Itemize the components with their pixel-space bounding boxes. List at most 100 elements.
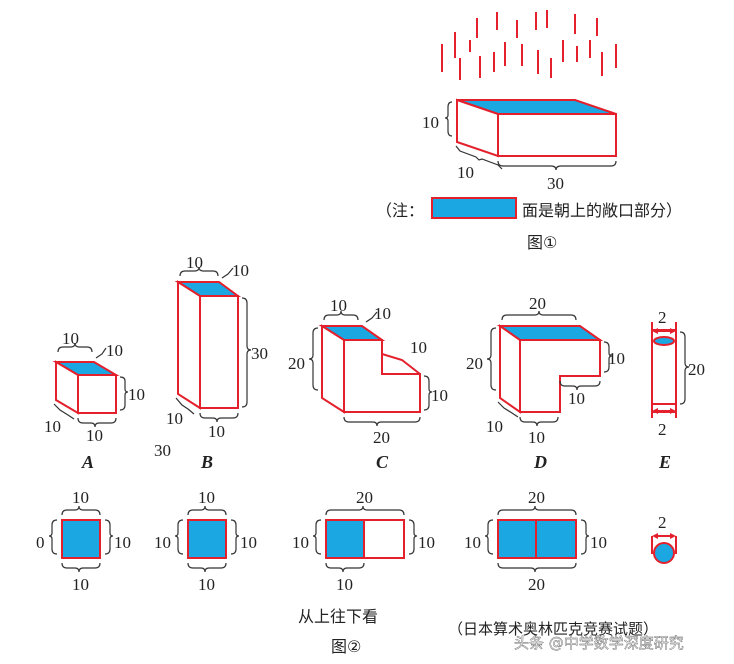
C-left-label: 20 — [288, 354, 305, 373]
fig1-length-label: 30 — [547, 174, 564, 193]
E-bottom-label: 2 — [658, 420, 667, 439]
C-right-top-label: 10 — [374, 304, 391, 323]
B-top-view — [187, 519, 227, 559]
brace-A-top — [57, 342, 93, 353]
C-letter: C — [376, 452, 389, 472]
D-bottom-label: 10 — [528, 428, 545, 447]
D-top-label: 20 — [529, 294, 546, 313]
D-right-label: 10 — [608, 349, 625, 368]
E-top-label: 2 — [658, 308, 667, 327]
brace-fig1-depth — [455, 145, 503, 170]
brace-B-bottom-left — [175, 397, 195, 415]
C-bottom-label: 20 — [373, 428, 390, 447]
B-bottom-left-label: 10 — [166, 409, 183, 428]
rain-lines — [441, 10, 617, 80]
C-top-label: 10 — [330, 296, 347, 315]
brace-B-view-right — [230, 519, 240, 555]
brace-A-right-top — [95, 347, 107, 359]
brace-B-right — [241, 297, 252, 408]
A-view-top-label: 10 — [72, 488, 89, 507]
C-step-label: 10 — [410, 338, 427, 357]
C-top-view-open — [325, 519, 365, 559]
B-extra-label: 30 — [154, 441, 171, 460]
brace-D-bottom-left — [497, 401, 519, 418]
D-letter: D — [533, 452, 547, 472]
brace-fig1-height — [444, 101, 453, 137]
brace-D-view-top — [497, 505, 577, 516]
brace-B-right-top — [221, 267, 234, 279]
brace-D-view-bottom — [497, 562, 577, 573]
D-view-bottom-label: 20 — [528, 575, 545, 594]
D-view-left-label: 10 — [464, 533, 481, 552]
B-bottom-label: 10 — [208, 422, 225, 441]
brace-C-top — [323, 310, 359, 321]
brace-B-view-left — [174, 519, 184, 555]
B-top-label: 10 — [186, 253, 203, 272]
A-top-label: 10 — [62, 329, 79, 348]
brace-C-view-left — [312, 519, 322, 555]
B-view-top-label: 10 — [198, 488, 215, 507]
brace-C-right — [423, 375, 433, 411]
brace-D-left — [486, 327, 497, 391]
brace-B-top — [179, 266, 219, 277]
brace-B-bottom — [199, 412, 239, 423]
A-right-label: 10 — [128, 385, 145, 404]
brace-A-view-left — [48, 519, 58, 555]
source-note: （日本算术奥林匹克竞赛试题） — [448, 620, 658, 638]
A-view-left-label: 0 — [36, 533, 45, 552]
D-left-label: 20 — [466, 354, 483, 373]
container-D — [496, 324, 604, 414]
container-E — [651, 322, 677, 418]
open-box-fig1 — [456, 98, 617, 158]
brace-C-view-top — [325, 505, 405, 516]
A-view-bottom-label: 10 — [72, 575, 89, 594]
note-prefix: （注： — [376, 201, 424, 220]
D-top-view-left — [497, 519, 537, 559]
brace-E-right — [679, 331, 690, 405]
brace-A-right — [119, 376, 129, 411]
brace-A-bottom-left — [53, 403, 75, 420]
C-view-left-label: 10 — [292, 533, 309, 552]
B-right-top-label: 10 — [232, 261, 249, 280]
watermark: 头条 @中学数学深度研究 — [514, 634, 684, 652]
arrow-E-view — [652, 533, 676, 539]
brace-D-view-right — [580, 519, 590, 555]
A-view-right-label: 10 — [114, 533, 131, 552]
brace-A-bottom — [77, 417, 117, 428]
brace-D-bottom — [519, 416, 559, 427]
container-A — [52, 360, 120, 415]
view-caption: 从上往下看 — [298, 607, 378, 626]
brace-A-view-top — [61, 505, 101, 516]
fig1-caption: 图① — [527, 233, 557, 252]
container-B — [174, 280, 242, 410]
B-letter: B — [200, 452, 213, 472]
A-bottom-left-label: 10 — [44, 417, 61, 436]
E-right-label: 20 — [688, 360, 705, 379]
brace-A-view-bottom — [61, 562, 101, 573]
B-view-right-label: 10 — [240, 533, 257, 552]
brace-C-right-top — [365, 311, 378, 323]
A-right-top-label: 10 — [106, 341, 123, 360]
brace-C-view-bottom — [325, 562, 365, 573]
note-suffix: 面是朝上的敞口部分） — [522, 201, 682, 220]
D-step-label: 10 — [568, 389, 585, 408]
D-view-top-label: 20 — [528, 488, 545, 507]
A-letter: A — [81, 452, 94, 472]
D-top-view-right — [535, 519, 577, 559]
brace-B-view-top — [187, 505, 227, 516]
brace-C-left — [308, 327, 319, 391]
arrow-E-bottom — [652, 408, 676, 414]
E-letter: E — [658, 452, 671, 472]
fig2-caption: 图② — [331, 637, 361, 656]
E-top-view — [653, 542, 675, 564]
B-right-label: 30 — [251, 344, 268, 363]
brace-C-view-right — [408, 519, 418, 555]
B-view-left-label: 10 — [154, 533, 171, 552]
A-top-view — [61, 519, 101, 559]
brace-A-view-right — [104, 519, 114, 555]
D-view-right-label: 10 — [590, 533, 607, 552]
brace-C-bottom — [343, 416, 421, 427]
C-view-right-label: 10 — [418, 533, 435, 552]
C-view-bottom-label: 10 — [336, 575, 353, 594]
arrow-E-top — [652, 328, 676, 334]
